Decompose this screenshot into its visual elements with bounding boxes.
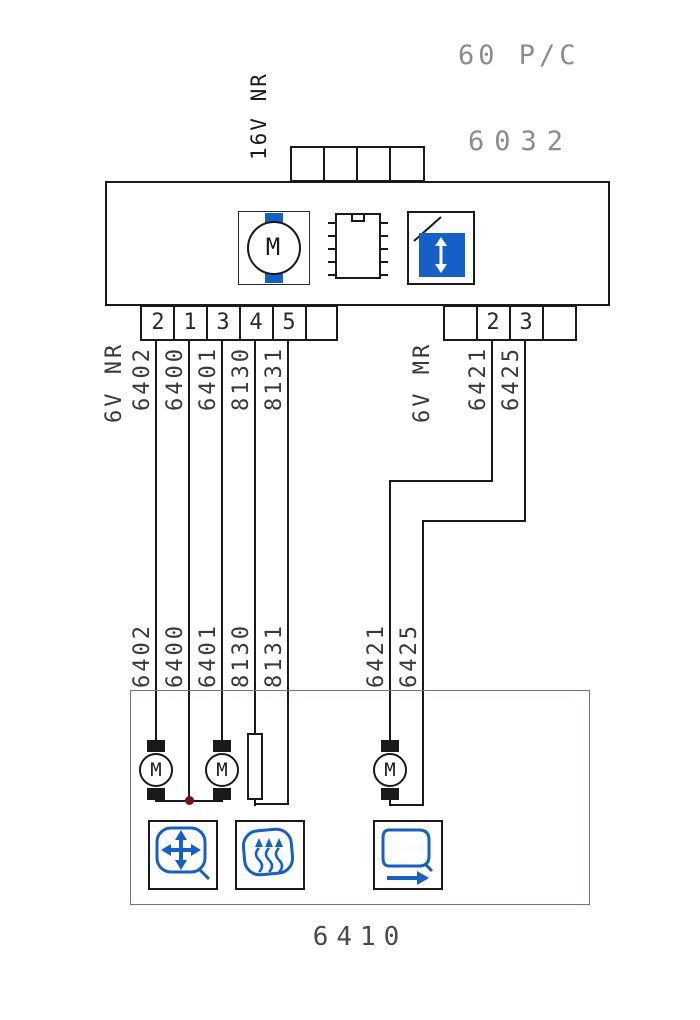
wire-label: 6401 <box>196 346 221 411</box>
wire-6421 <box>491 341 493 482</box>
pin-divider <box>323 148 325 180</box>
page-ref: 60 P/C <box>458 40 580 71</box>
wire-6425 <box>524 341 526 522</box>
motor-letter: M <box>384 759 396 781</box>
pin-divider <box>305 307 307 339</box>
top-connector-block <box>290 146 425 182</box>
pin-divider <box>239 307 241 339</box>
wire-label: 6400 <box>163 346 188 411</box>
wire-label: 8131 <box>262 623 287 688</box>
motor-terminal <box>213 788 231 800</box>
pin-row-left: 2 1 3 4 5 <box>140 305 338 341</box>
wire-8131 <box>254 803 289 805</box>
wire-label: 6421 <box>364 623 389 688</box>
motor-icon <box>373 753 407 787</box>
harness-label: 6V NR <box>102 341 127 423</box>
wire-junction-dot <box>185 796 194 805</box>
motor-terminal <box>147 788 165 800</box>
motor-terminal <box>147 740 165 752</box>
wire-6421 <box>389 480 391 740</box>
mirror-heater-icon <box>241 827 295 877</box>
pin-divider <box>356 148 358 180</box>
pin-number: 3 <box>216 310 230 335</box>
mirror-fold-icon <box>381 828 434 885</box>
motor-terminal <box>381 740 399 752</box>
pin-number: 1 <box>183 310 197 335</box>
pin-divider <box>173 307 175 339</box>
wire-8130 <box>254 341 256 733</box>
resistor-symbol <box>247 733 263 800</box>
component-6032-ref: 6032 <box>468 126 574 157</box>
wire-label: 8130 <box>229 346 254 411</box>
wire-label: 6425 <box>397 623 422 688</box>
pin-divider <box>206 307 208 339</box>
wire-label: 6421 <box>466 346 491 411</box>
mirror-heater-symbol-box <box>235 820 305 890</box>
pin-divider <box>509 307 511 339</box>
component-6410-ref: 6410 <box>312 922 408 952</box>
wire-6421 <box>389 480 493 482</box>
motor-terminal <box>381 788 399 800</box>
motor-letter: M <box>265 233 281 261</box>
wire-label: 6400 <box>163 623 188 688</box>
pin-number: 4 <box>249 310 263 335</box>
pin-number: 2 <box>486 310 500 335</box>
wire-6425 <box>422 520 424 806</box>
motor-letter: M <box>150 759 162 781</box>
pin-divider <box>542 307 544 339</box>
pin-divider <box>272 307 274 339</box>
component-6410-body <box>130 690 590 905</box>
wire-8131 <box>287 341 289 805</box>
wire-6425 <box>389 804 424 806</box>
wire-label: 8131 <box>262 346 287 411</box>
harness-label: 6V MR <box>410 341 435 423</box>
wire-label: 6401 <box>196 623 221 688</box>
mirror-fold-symbol-box <box>373 820 443 890</box>
mirror-adjust-symbol-box <box>148 820 218 890</box>
motor-symbol-box <box>238 211 310 285</box>
wire-label: 8130 <box>229 623 254 688</box>
mirror-adjust-icon <box>155 826 211 881</box>
wire-6400 <box>188 341 190 801</box>
pin-row-right: 2 3 <box>443 305 577 341</box>
pin-number: 5 <box>282 310 296 335</box>
window-lift-icon <box>413 216 465 277</box>
motor-icon <box>247 213 301 283</box>
motor-icon <box>139 753 173 787</box>
window-lift-symbol-box <box>407 211 475 285</box>
pin-divider <box>389 148 391 180</box>
motor-letter: M <box>216 759 228 781</box>
pin-divider <box>476 307 478 339</box>
pin-number: 2 <box>151 310 165 335</box>
ic-chip-icon <box>328 213 388 279</box>
connector-16v-label: 16V NR <box>247 72 271 160</box>
wire-6425 <box>422 520 526 522</box>
wire-label: 6425 <box>499 346 524 411</box>
component-6032-body <box>105 181 610 306</box>
wire-label: 6402 <box>130 623 155 688</box>
wire-6401 <box>221 341 223 740</box>
motor-terminal <box>213 740 231 752</box>
wire-6402 <box>155 341 157 740</box>
motor-icon <box>205 753 239 787</box>
wire-6425 <box>389 800 391 806</box>
pin-number: 3 <box>519 310 533 335</box>
wire-label: 6402 <box>130 346 155 411</box>
